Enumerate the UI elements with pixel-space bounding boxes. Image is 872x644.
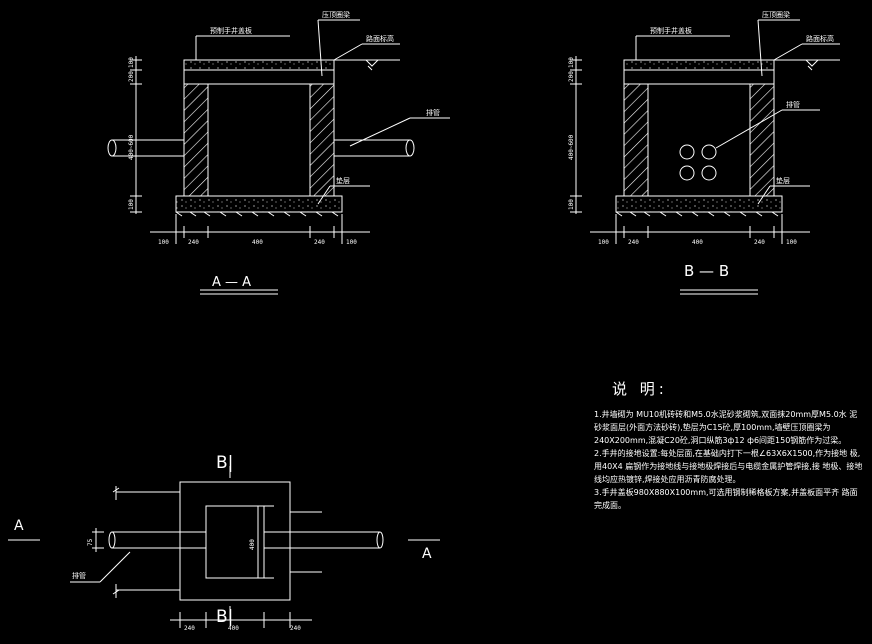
aa-label-wall: 压顶圈梁 [322, 10, 350, 19]
aa-right-wall [309, 83, 335, 197]
aa-label-road: 路面标高 [366, 34, 394, 43]
aa-cover-slab [183, 59, 335, 71]
bb-dim-h-1: 240 [628, 239, 639, 246]
notes-block: 1.井墙砌为 MU10机砖砖和M5.0水泥砂浆砌筑,双面抹20mm厚M5.0水 … [594, 408, 864, 512]
notes-title: 说 明: [612, 380, 668, 398]
aa-title: A — A [212, 275, 251, 290]
aa-dim-h-1: 240 [188, 239, 199, 246]
bb-dim-h-0: 100 [598, 239, 609, 246]
plan-pipe-dim: 75 [87, 538, 94, 546]
bb-dim-h-4: 100 [786, 239, 797, 246]
section-bb [570, 19, 840, 295]
plan-inner-chamber [205, 505, 265, 579]
aa-dim-h-2: 400 [252, 239, 263, 246]
aa-pipe [112, 139, 410, 157]
plan-pipe [112, 531, 380, 549]
aa-ring-beam [183, 69, 335, 85]
aa-cushion [175, 195, 343, 213]
bb-label-cover: 预制手井盖板 [650, 26, 692, 35]
bb-dim-v-2: 400~600 [568, 134, 575, 160]
section-aa [107, 19, 450, 295]
bb-label-cushion: 垫层 [776, 176, 790, 185]
aa-road-level-mark [365, 59, 379, 71]
bb-pipe-opening [679, 165, 695, 181]
plan-section-mark-bottom: B| [216, 607, 233, 627]
note-item-2: 2.手井的接地设置:每处层面,在基础内打下一根∠63X6X1500,作为接地 极… [594, 449, 863, 484]
aa-label-pipe: 排管 [426, 108, 440, 117]
bb-title: B — B [684, 262, 729, 280]
bb-right-wall [749, 83, 775, 197]
aa-dim-v-1: 200 [128, 71, 135, 82]
bb-left-wall [623, 83, 649, 197]
bb-label-pipe: 排管 [786, 100, 800, 109]
bb-pipe-opening [701, 144, 717, 160]
plan-pipe-label: 排管 [72, 571, 86, 580]
bb-dim-v-0: 100 [568, 57, 575, 68]
plan-outer-wall [179, 481, 291, 601]
bb-cushion [615, 195, 783, 213]
aa-dim-v-2: 400~600 [128, 134, 135, 160]
bb-label-road: 路面标高 [806, 34, 834, 43]
aa-dim-h-3: 240 [314, 239, 325, 246]
bb-dim-h-2: 400 [692, 239, 703, 246]
aa-label-cushion: 垫层 [336, 176, 350, 185]
aa-dim-h-4: 100 [346, 239, 357, 246]
bb-dim-v-1: 200 [568, 71, 575, 82]
bb-pipe-opening [701, 165, 717, 181]
plan-view [8, 466, 440, 628]
plan-inner-dim: 400 [249, 539, 256, 550]
bb-cover-slab [623, 59, 775, 71]
bb-road-level-mark [805, 59, 819, 71]
plan-mark-right: A [422, 546, 432, 562]
aa-left-wall [183, 83, 209, 197]
plan-dim-h-0: 240 [184, 625, 195, 632]
bb-pipe-opening [679, 144, 695, 160]
aa-label-cover: 预制手井盖板 [210, 26, 252, 35]
bb-label-wall: 压顶圈梁 [762, 10, 790, 19]
bb-dim-v-3: 100 [568, 199, 575, 210]
aa-dim-h-0: 100 [158, 239, 169, 246]
plan-section-mark-top: B| [216, 453, 233, 473]
bb-ring-beam [623, 69, 775, 85]
note-item-1: 1.井墙砌为 MU10机砖砖和M5.0水泥砂浆砌筑,双面抹20mm厚M5.0水 … [594, 410, 858, 445]
aa-dim-v-0: 100 [128, 57, 135, 68]
aa-dim-v-3: 100 [128, 199, 135, 210]
plan-dim-h-2: 240 [290, 625, 301, 632]
note-item-3: 3.手井盖板980X880X100mm,可选用钢制稀格板方案,并盖板面平齐 路面… [594, 488, 858, 510]
bb-dim-h-3: 240 [754, 239, 765, 246]
plan-mark-left: A [14, 518, 24, 534]
plan-dim-h-1: 400 [228, 625, 239, 632]
